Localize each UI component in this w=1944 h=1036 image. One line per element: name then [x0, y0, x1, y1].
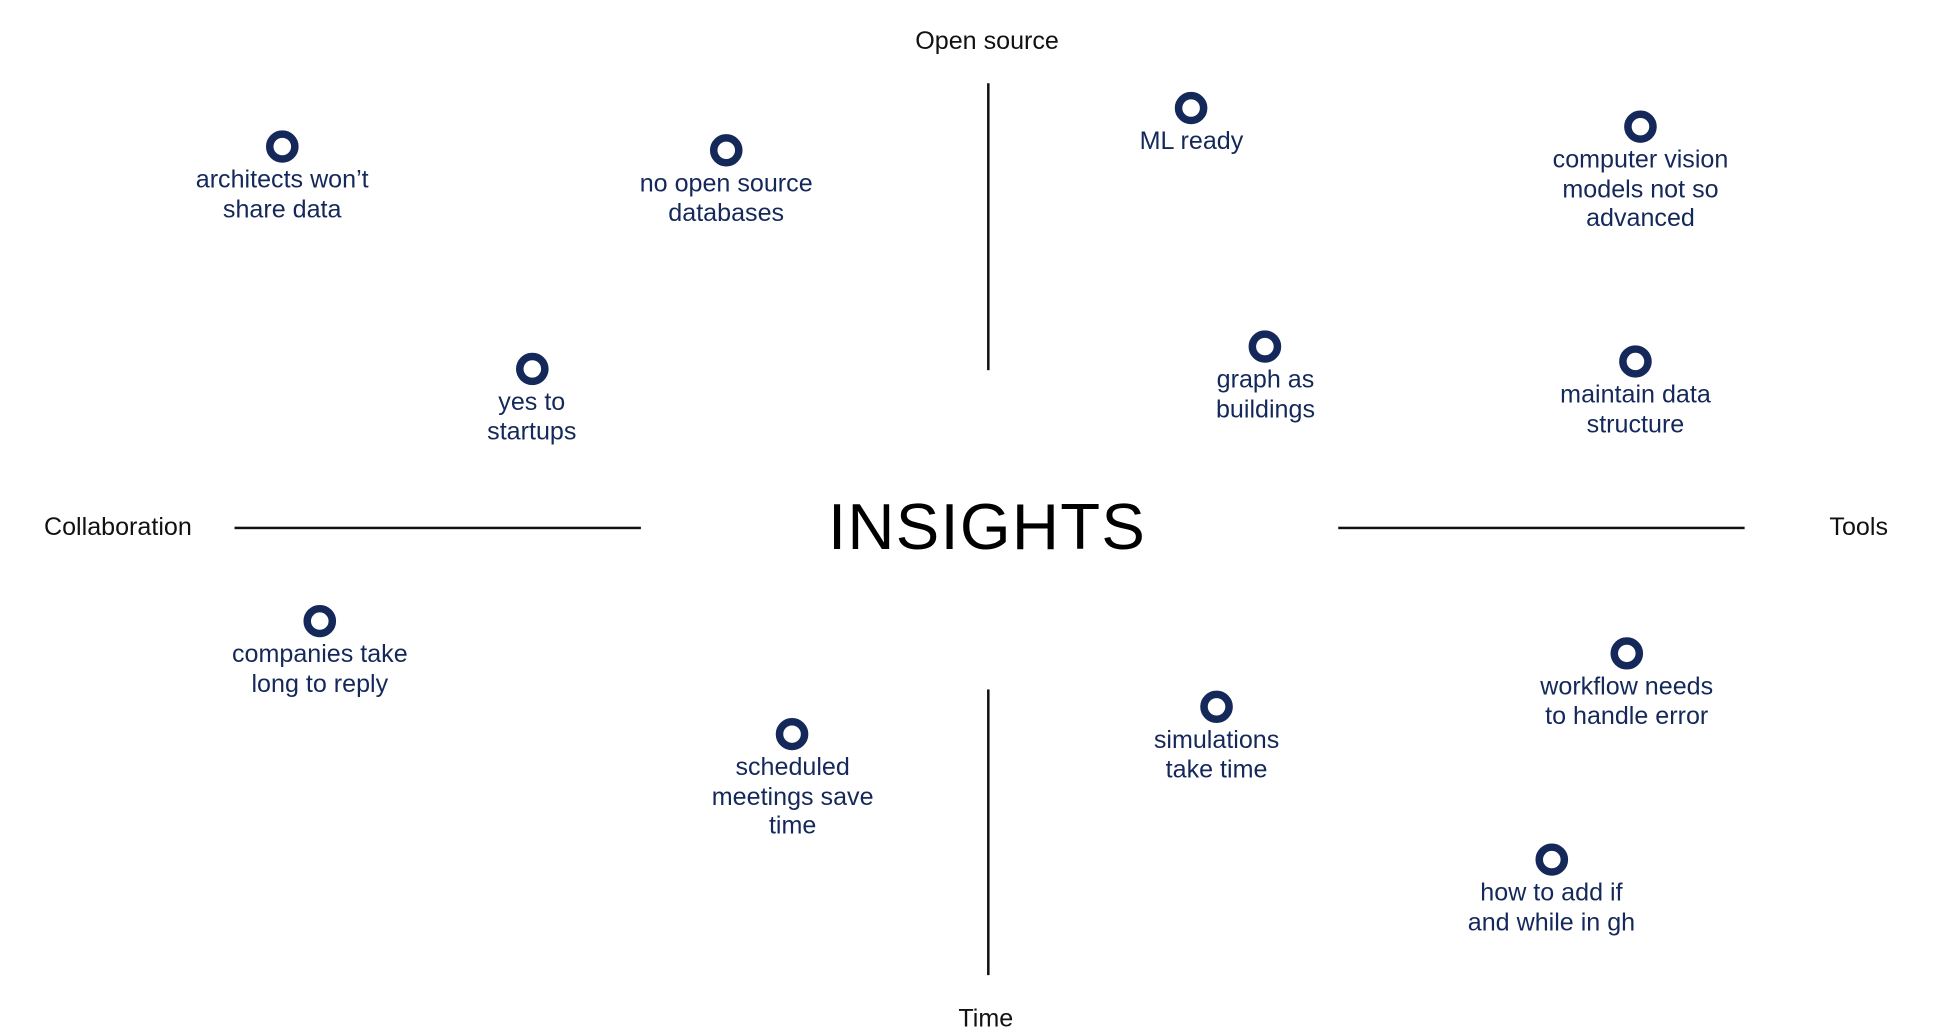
- insight-note: graph as buildings: [1216, 330, 1315, 424]
- insight-note: maintain data structure: [1560, 345, 1711, 439]
- insight-text: yes to startups: [487, 388, 577, 446]
- insight-text: how to add if and while in gh: [1467, 879, 1636, 936]
- insight-note: companies take long to reply: [231, 604, 408, 699]
- circle-marker-icon: [709, 134, 743, 167]
- insight-note: architects won’t share data: [196, 130, 369, 224]
- insight-text: computer vision models not so advanced: [1552, 146, 1729, 233]
- axis-label-tools: Tools: [1829, 513, 1889, 541]
- diagram-title: INSIGHTS: [828, 491, 1147, 564]
- insight-text: graph as buildings: [1215, 366, 1315, 423]
- circle-marker-icon: [303, 604, 337, 638]
- insight-text: ML ready: [1139, 127, 1244, 156]
- axis-line-right: [1338, 526, 1745, 530]
- axis-line-top: [987, 83, 990, 371]
- axis-line-left: [234, 526, 641, 530]
- insight-note: scheduled meetings save time: [711, 717, 874, 842]
- insight-text: workflow needs to handle error: [1540, 673, 1714, 730]
- insight-note: yes to startups: [487, 352, 577, 447]
- insight-text: maintain data structure: [1560, 381, 1711, 438]
- insight-note: workflow needs to handle error: [1540, 637, 1713, 731]
- circle-marker-icon: [1249, 330, 1282, 363]
- circle-marker-icon: [1610, 637, 1644, 670]
- circle-marker-icon: [515, 352, 549, 386]
- insight-text: no open source databases: [639, 170, 813, 227]
- circle-marker-icon: [1175, 91, 1208, 125]
- insight-note: ML ready: [1139, 91, 1244, 157]
- axis-label-open-source: Open source: [915, 27, 1059, 56]
- axis-line-bottom: [987, 689, 990, 976]
- axis-label-time: Time: [958, 1005, 1014, 1033]
- axis-label-collaboration: Collaboration: [43, 513, 192, 541]
- circle-marker-icon: [1535, 843, 1568, 876]
- circle-marker-icon: [265, 130, 299, 163]
- insight-text: architects won’t share data: [195, 166, 369, 223]
- insight-note: computer vision models not so advanced: [1552, 110, 1729, 235]
- circle-marker-icon: [1200, 690, 1233, 723]
- circle-marker-icon: [776, 717, 809, 751]
- insight-note: simulations take time: [1153, 690, 1280, 785]
- insight-note: no open source databases: [640, 134, 813, 228]
- insight-text: simulations take time: [1153, 726, 1280, 784]
- insight-text: companies take long to reply: [231, 640, 408, 698]
- insight-text: scheduled meetings save time: [711, 754, 874, 840]
- circle-marker-icon: [1619, 345, 1652, 378]
- circle-marker-icon: [1624, 110, 1657, 143]
- insight-note: how to add if and while in gh: [1468, 843, 1635, 937]
